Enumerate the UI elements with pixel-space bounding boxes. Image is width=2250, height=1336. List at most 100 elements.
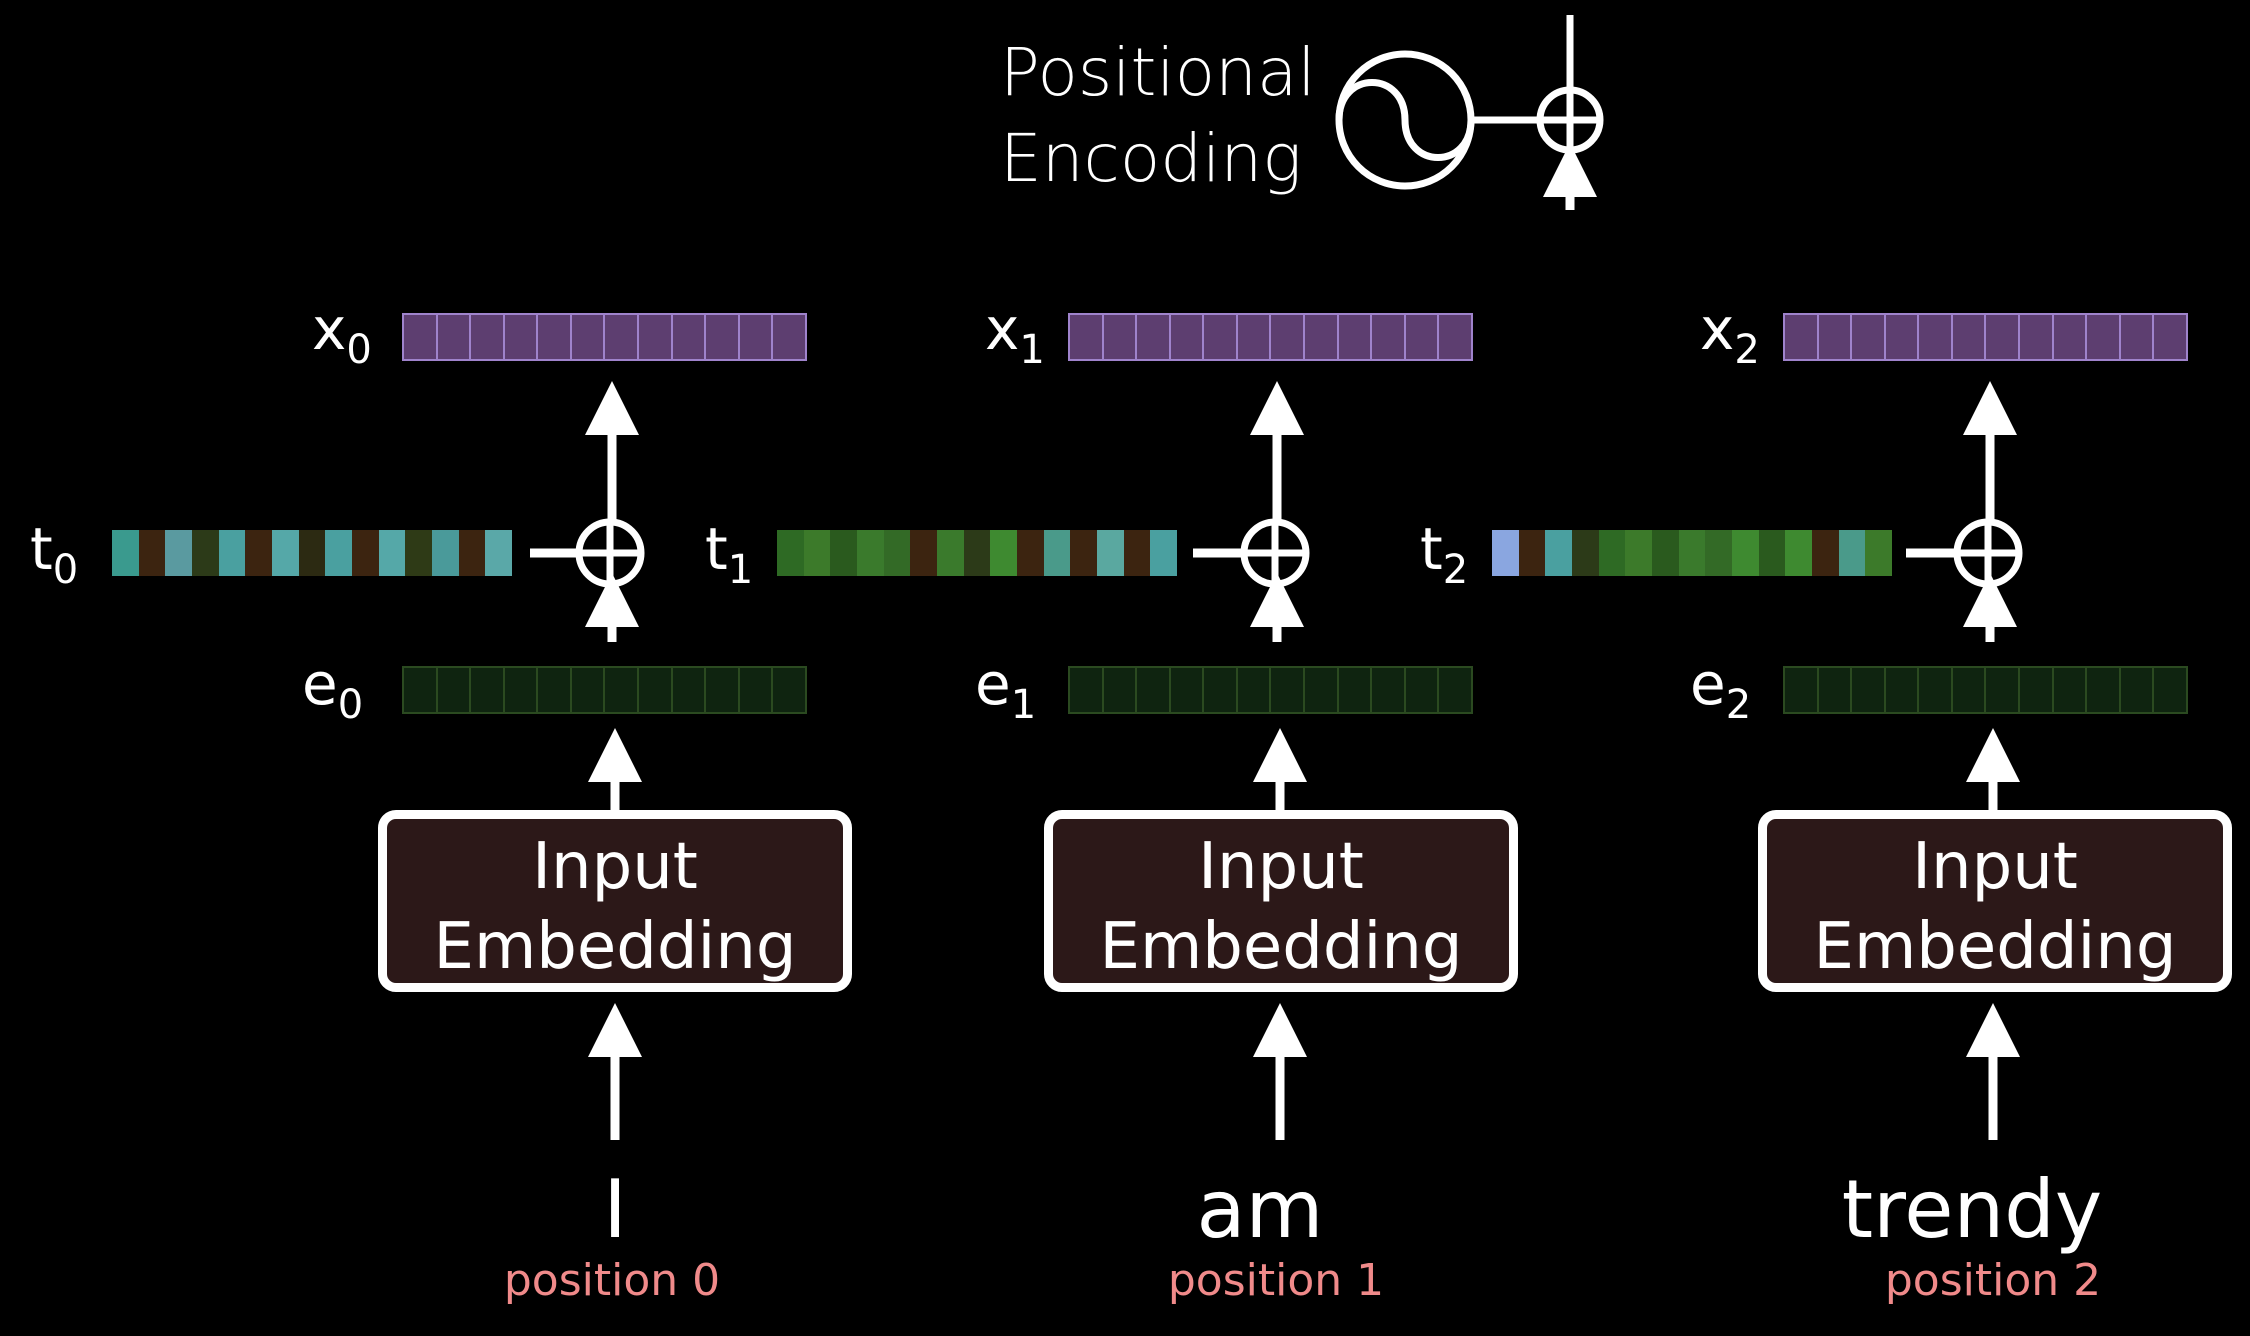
vector-cell [437, 315, 472, 359]
vector-cell [1070, 668, 1104, 712]
vector-cell [1758, 530, 1786, 576]
vector-cell [1852, 668, 1886, 712]
vector-cell [325, 530, 353, 576]
vector-cell [1017, 530, 1044, 576]
vector-cell [1070, 315, 1104, 359]
vector-cell [803, 530, 831, 576]
x-label: x1 [985, 295, 1045, 373]
vector-cell [2087, 668, 2121, 712]
vector-cell [1150, 530, 1178, 576]
vector-cell [245, 530, 273, 576]
vector-cell [458, 530, 486, 576]
vector-cell [1678, 530, 1706, 576]
vector-cell [432, 530, 459, 576]
vector-cell [1885, 668, 1920, 712]
vector-cell [378, 530, 406, 576]
position-label: position 0 [503, 1255, 721, 1306]
legend-line-2: Encoding [1000, 120, 1302, 197]
t-vector [1492, 530, 1893, 576]
vector-cell [1572, 530, 1599, 576]
vector-cell [739, 668, 774, 712]
vector-cell [2120, 315, 2155, 359]
vector-cell [1818, 668, 1853, 712]
position-label: position 2 [1884, 1255, 2102, 1306]
e-vector [402, 666, 807, 714]
vector-cell [112, 530, 139, 576]
vector-cell [1919, 315, 1953, 359]
input-word: trendy [1841, 1163, 2103, 1256]
vector-cell [706, 315, 740, 359]
add-icon [1953, 518, 2023, 588]
vector-cell [1070, 530, 1098, 576]
x-label: x0 [312, 295, 372, 373]
vector-cell [2120, 668, 2155, 712]
vector-cell [2154, 668, 2186, 712]
vector-cell [1271, 668, 1306, 712]
vector-cell [1237, 315, 1272, 359]
vector-cell [1852, 315, 1886, 359]
e-label: e0 [302, 650, 364, 728]
positional-encoding-label: Positional Encoding [1000, 30, 1316, 202]
vector-cell [1838, 530, 1866, 576]
vector-cell [1785, 530, 1813, 576]
vector-cell [1170, 668, 1205, 712]
vector-cell [165, 530, 193, 576]
column-1-arrows [1193, 381, 1307, 1140]
vector-cell [990, 530, 1018, 576]
vector-cell [2020, 315, 2054, 359]
vector-cell [937, 530, 964, 576]
t-label: t1 [705, 515, 754, 593]
x-vector [1783, 313, 2188, 361]
vector-cell [1818, 315, 1853, 359]
vector-cell [1271, 315, 1306, 359]
e-label: e2 [1690, 650, 1752, 728]
vector-cell [272, 530, 299, 576]
vector-cell [1137, 668, 1171, 712]
vector-cell [1137, 315, 1171, 359]
vector-cell [1952, 668, 1987, 712]
vector-cell [672, 315, 707, 359]
vector-cell [1405, 668, 1440, 712]
vector-cell [739, 315, 774, 359]
vector-cell [777, 530, 804, 576]
vector-cell [773, 315, 805, 359]
vector-cell [1492, 530, 1519, 576]
position-label: position 1 [1167, 1255, 1385, 1306]
x-vector [402, 313, 807, 361]
vector-cell [471, 315, 505, 359]
vector-cell [1705, 530, 1733, 576]
vector-cell [2053, 315, 2088, 359]
vector-cell [1919, 668, 1953, 712]
vector-cell [1103, 315, 1138, 359]
vector-cell [138, 530, 166, 576]
vector-cell [1170, 315, 1205, 359]
t-vector [777, 530, 1178, 576]
e-label: e1 [975, 650, 1037, 728]
positional-encoding-icon [1335, 50, 1540, 190]
vector-cell [1652, 530, 1679, 576]
vector-cell [1204, 668, 1238, 712]
vector-cell [404, 315, 438, 359]
vector-cell [605, 315, 640, 359]
vector-cell [672, 668, 707, 712]
input-word: I [603, 1163, 627, 1256]
vector-cell [2154, 315, 2186, 359]
vector-cell [963, 530, 991, 576]
vector-cell [605, 668, 640, 712]
vector-cell [471, 668, 505, 712]
legend-line-1: Positional [1000, 34, 1316, 111]
vector-cell [218, 530, 246, 576]
vector-cell [1885, 315, 1920, 359]
vector-cell [1305, 668, 1339, 712]
vector-cell [1545, 530, 1573, 576]
vector-cell [504, 668, 539, 712]
vector-cell [1123, 530, 1151, 576]
vector-cell [773, 668, 805, 712]
vector-cell [1986, 315, 2021, 359]
vector-cell [298, 530, 326, 576]
add-icon [575, 518, 645, 588]
vector-cell [1812, 530, 1839, 576]
